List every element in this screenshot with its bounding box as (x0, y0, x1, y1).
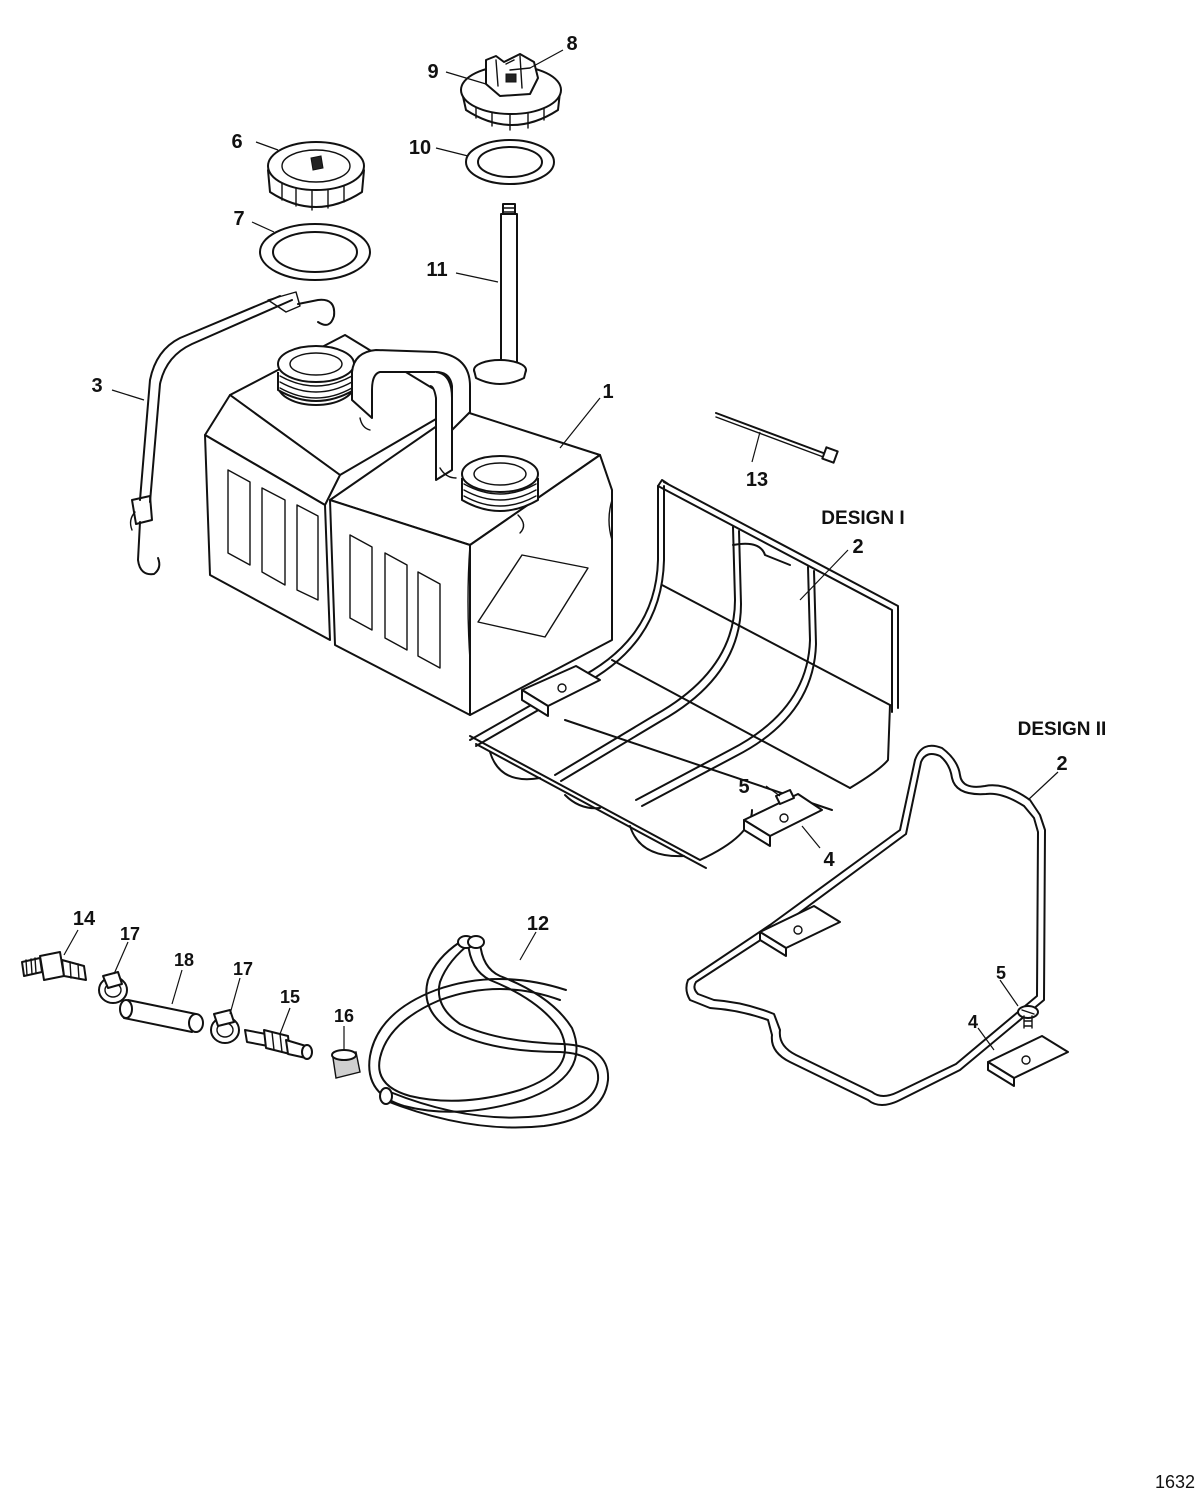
fuel-fill-cap-part (267, 141, 365, 211)
fuel-pickup-tube-part (473, 203, 527, 385)
fuel-line-cap-part (331, 1049, 361, 1079)
callout-2-design-1: 2 (852, 536, 863, 558)
callout-5-design-2: 5 (996, 963, 1006, 983)
callout-5-design-1: 5 (738, 776, 749, 798)
callouts: 1 2 2 3 4 4 5 5 6 7 8 9 10 11 12 13 14 1… (73, 33, 1068, 1032)
callout-18: 18 (174, 950, 194, 970)
vent-cap-gasket-part (465, 139, 555, 185)
bracket-design-1-part (469, 479, 899, 869)
callout-1: 1 (602, 381, 613, 403)
quick-connector-part (244, 1029, 313, 1060)
callout-4-design-1: 4 (823, 849, 835, 871)
design-2-label: DESIGN II (1018, 719, 1107, 740)
callout-6: 6 (231, 131, 242, 153)
callout-8: 8 (566, 33, 577, 55)
figure-number: 1632 (1155, 1472, 1195, 1492)
callout-3: 3 (91, 375, 102, 397)
fuel-tank-part (204, 334, 613, 716)
callout-4-design-2: 4 (968, 1012, 978, 1032)
callout-17-left: 17 (120, 924, 140, 944)
cable-tie-part (715, 412, 839, 464)
callout-17-right: 17 (233, 959, 253, 979)
tank-fitting-part (21, 951, 87, 981)
callout-10: 10 (409, 137, 431, 159)
callout-9: 9 (427, 61, 438, 83)
hose-clamp-1-part (98, 971, 128, 1004)
bracket-design-2-part (685, 744, 1069, 1106)
fuel-line-hose-part (368, 935, 610, 1129)
design-1-label: DESIGN I (821, 508, 904, 529)
hose-clamp-2-part (210, 1009, 240, 1044)
vent-cap-assembly-part (460, 53, 562, 131)
leader-lines (63, 49, 1059, 1051)
fill-cap-gasket-part (259, 223, 371, 281)
callout-13: 13 (746, 469, 768, 491)
callout-16: 16 (334, 1006, 354, 1026)
callout-15: 15 (280, 987, 300, 1007)
callout-2-design-2: 2 (1056, 753, 1067, 775)
hose-segment-part (119, 999, 204, 1033)
callout-14: 14 (73, 908, 96, 930)
callout-7: 7 (233, 208, 244, 230)
callout-12: 12 (527, 913, 549, 935)
tie-down-strap-part (129, 291, 336, 576)
callout-11: 11 (426, 259, 447, 281)
